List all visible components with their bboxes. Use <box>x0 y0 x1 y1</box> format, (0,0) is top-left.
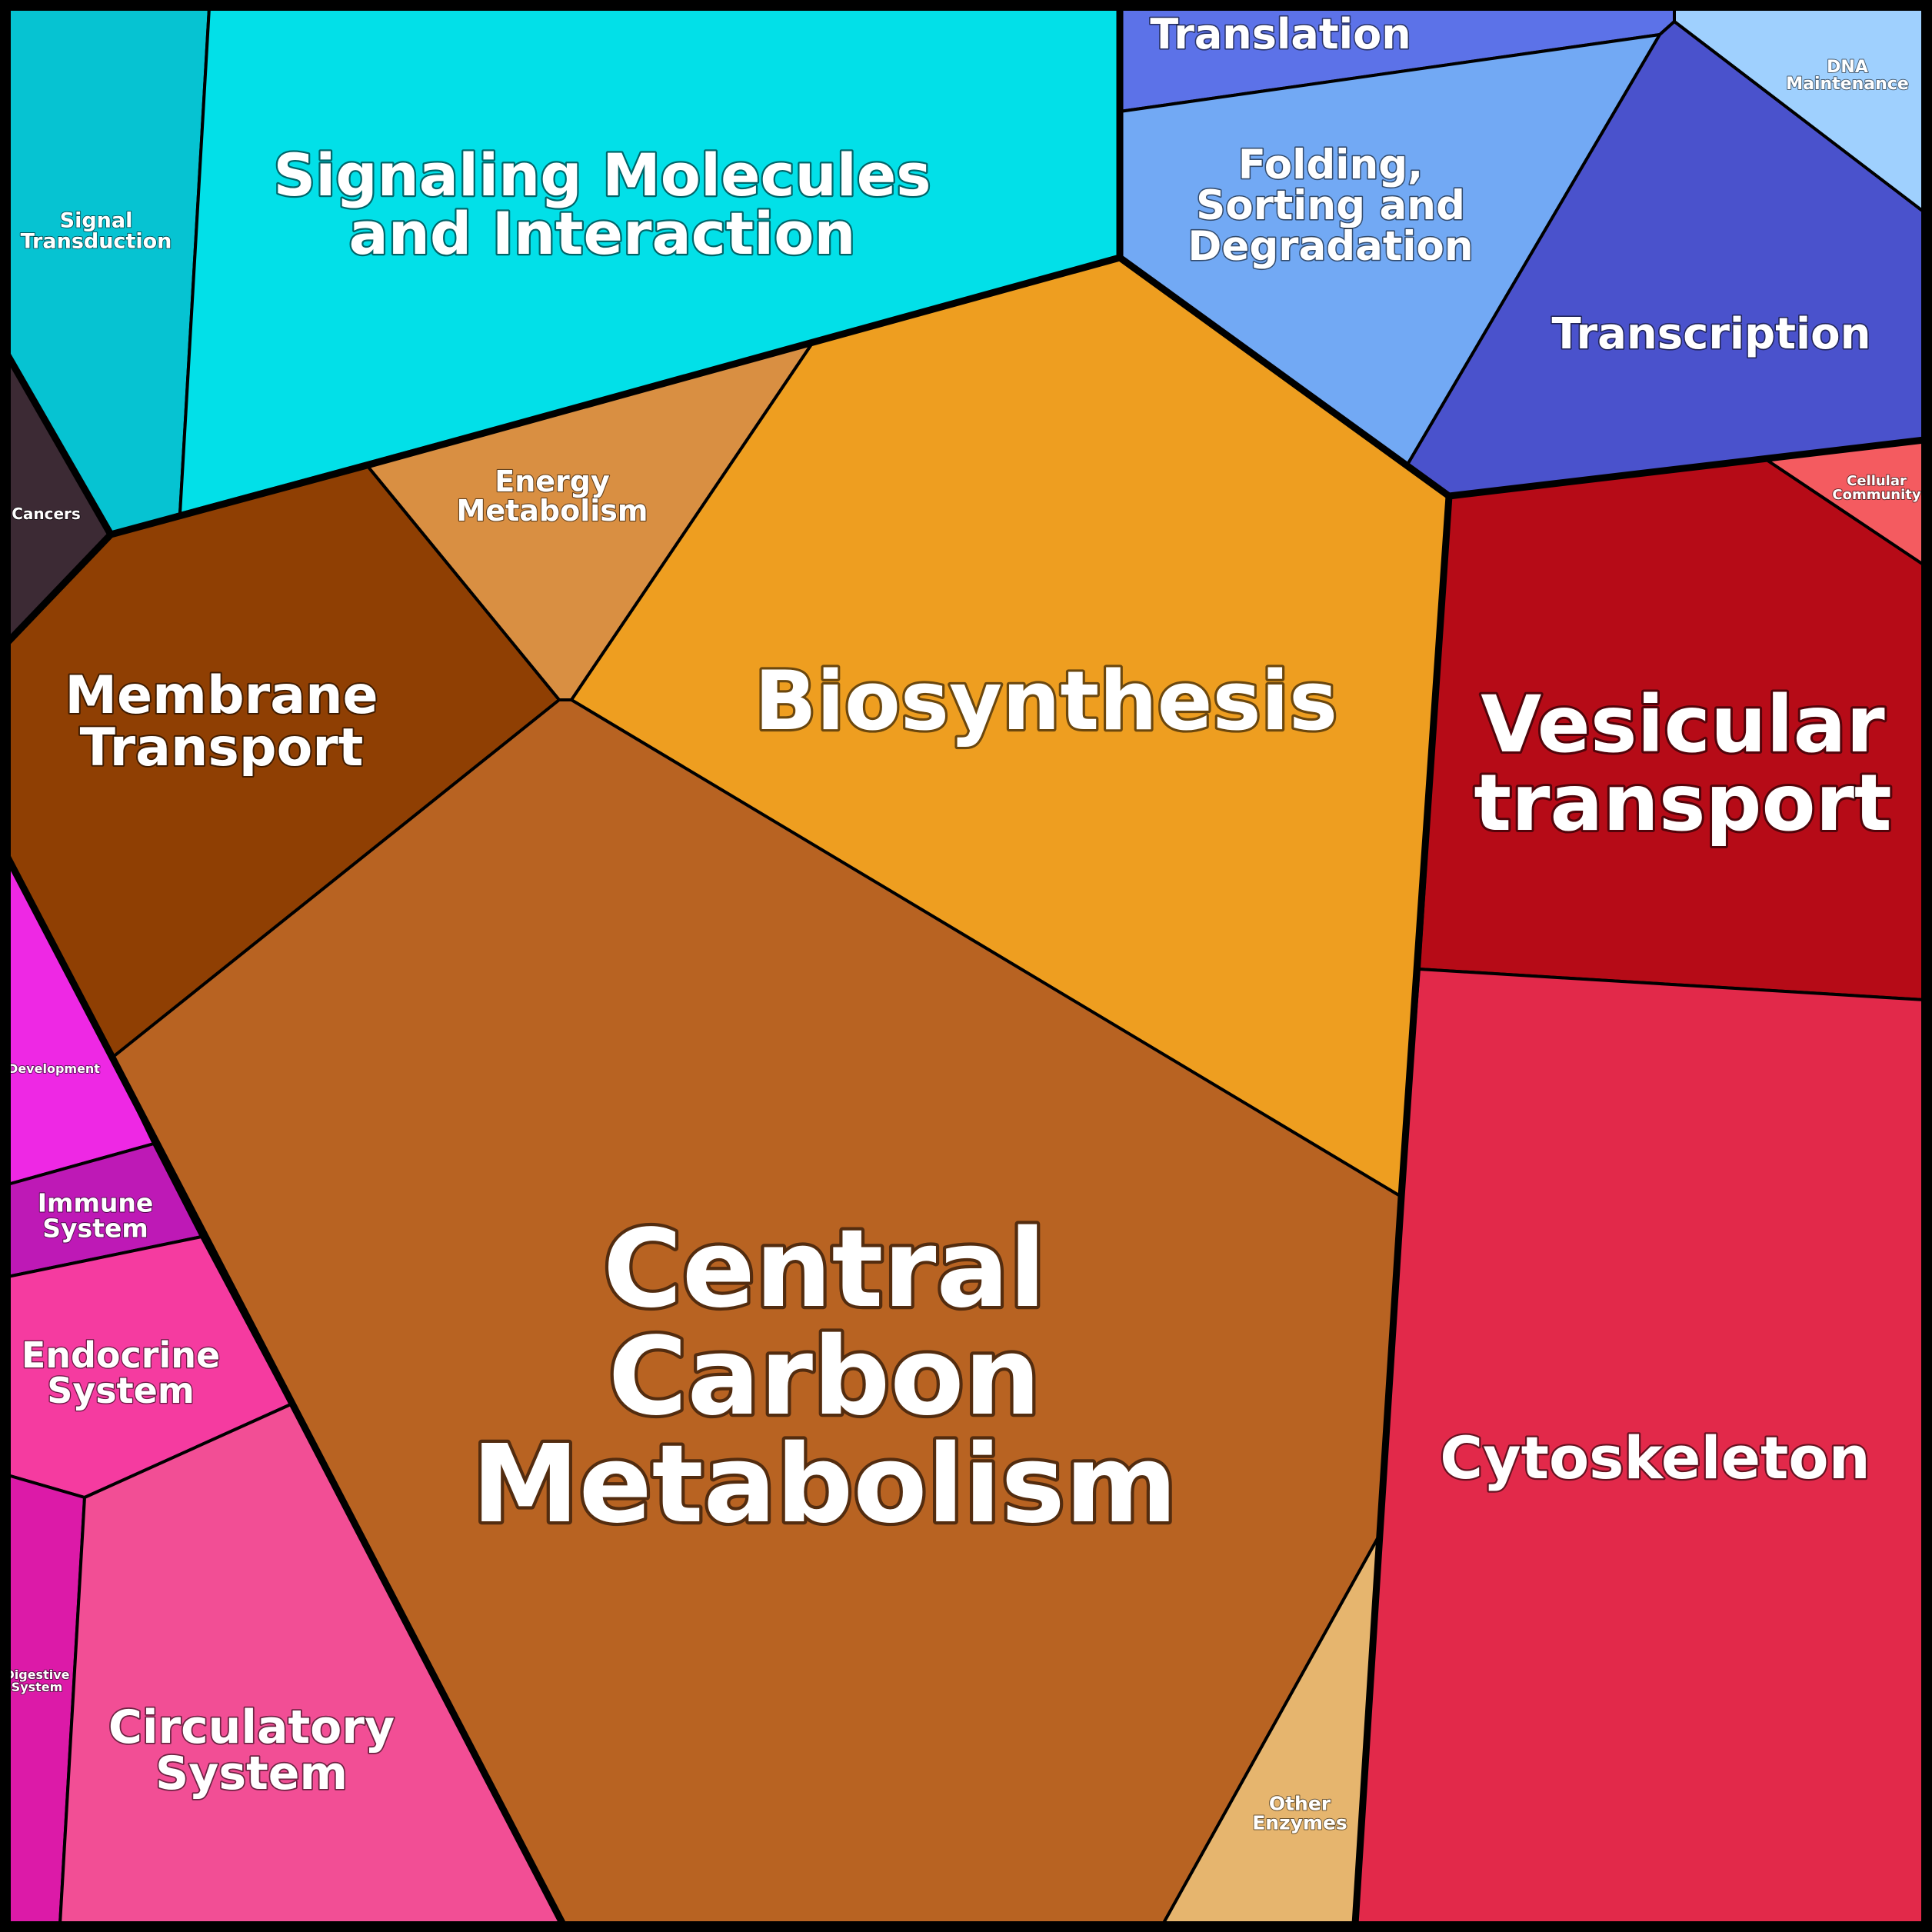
label-line: Circulatory <box>108 1700 395 1754</box>
label-line: Metabolism <box>471 1422 1177 1547</box>
label-line: Immune <box>38 1188 153 1217</box>
label-line: System <box>155 1747 348 1800</box>
label-line: Cancers <box>12 505 81 523</box>
label-line: Sorting and <box>1196 182 1465 229</box>
label-line: Community <box>1832 487 1920 503</box>
label-cancers: Cancers <box>12 505 81 523</box>
label-line: Folding, <box>1238 142 1424 188</box>
cells-layer <box>6 6 1926 1926</box>
group-border-line <box>5 855 566 1927</box>
label-line: Signal <box>60 208 133 232</box>
label-line: Transport <box>80 718 364 778</box>
label-line: Endocrine <box>22 1334 220 1376</box>
label-line: Development <box>8 1061 100 1076</box>
label-line: Cytoskeleton <box>1440 1424 1870 1492</box>
label-line: Biosynthesis <box>754 654 1337 748</box>
label-line: Transduction <box>21 229 172 253</box>
label-line: Membrane <box>65 665 378 726</box>
label-line: and Interaction <box>348 199 855 268</box>
label-line: Translation <box>1150 10 1411 58</box>
label-line: Degradation <box>1188 223 1473 270</box>
label-line: Central <box>603 1207 1046 1332</box>
label-line: Maintenance <box>1786 75 1909 94</box>
label-line: Transcription <box>1551 309 1870 359</box>
label-translation: Translation <box>1150 10 1411 58</box>
group-borders <box>5 8 1925 1927</box>
label-line: transport <box>1474 758 1891 849</box>
label-line: Enzymes <box>1252 1811 1347 1834</box>
label-transcription: Transcription <box>1551 309 1870 359</box>
label-development: Development <box>8 1061 100 1076</box>
group-border-line <box>1351 495 1453 1925</box>
group-border-line <box>109 8 1124 538</box>
label-line: Signaling Molecules <box>273 141 931 209</box>
label-line: Vesicular <box>1481 679 1884 771</box>
label-line: Energy <box>495 465 610 498</box>
label-line: Other <box>1269 1792 1331 1814</box>
label-biosynthesis: Biosynthesis <box>754 654 1337 748</box>
label-line: System <box>42 1213 148 1243</box>
label-line: System <box>12 1680 63 1694</box>
label-line: Carbon <box>608 1314 1041 1440</box>
label-line: Metabolism <box>457 494 648 528</box>
label-line: DNA <box>1827 58 1868 77</box>
label-line: System <box>47 1370 195 1411</box>
label-line: Digestive <box>4 1667 69 1682</box>
label-cytoskeleton: Cytoskeleton <box>1440 1424 1870 1492</box>
label-line: Cellular <box>1847 473 1907 489</box>
